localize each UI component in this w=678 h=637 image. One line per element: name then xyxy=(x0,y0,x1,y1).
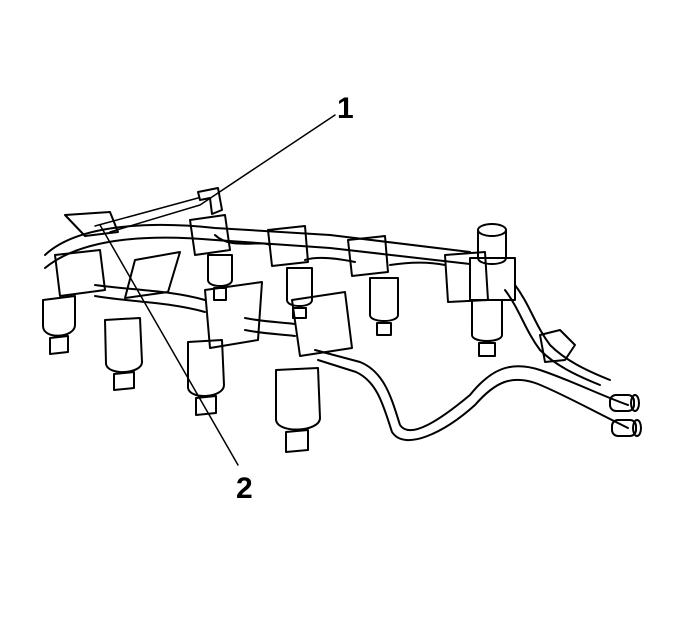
fuel-injector xyxy=(42,295,321,453)
callout-leader-2 xyxy=(99,224,239,466)
injector-connector xyxy=(54,249,353,357)
pressure-regulator xyxy=(469,223,516,301)
fuel-feed-line xyxy=(314,284,642,442)
fuel-injector xyxy=(207,254,503,357)
callout-leader-1 xyxy=(94,114,336,233)
fuel-rail-tube xyxy=(44,223,471,337)
callout-label-1: 1 xyxy=(337,92,354,125)
wire-harness-clip xyxy=(64,187,223,237)
callout-label-2: 2 xyxy=(236,472,253,505)
